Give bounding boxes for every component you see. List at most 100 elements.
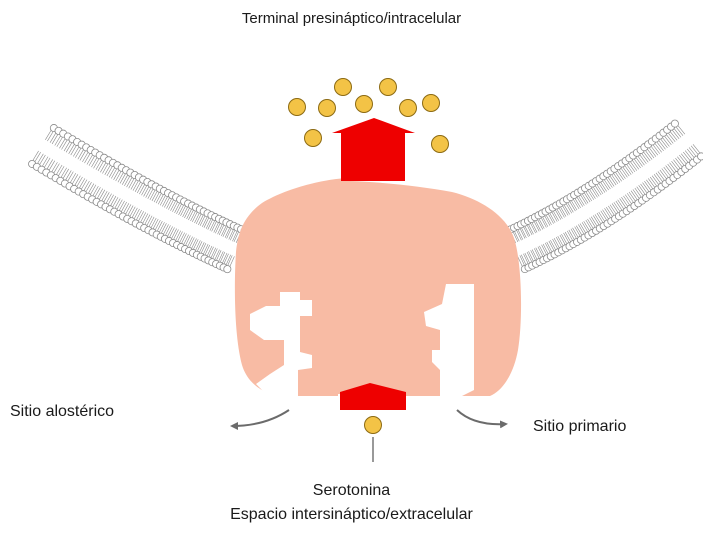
lipid-tail: [168, 227, 173, 237]
lipid-tail: [676, 127, 683, 136]
lipid-tail: [616, 201, 622, 210]
lipid-tail: [661, 139, 668, 148]
primary-arrow: [457, 410, 506, 424]
lipid-tail: [61, 140, 67, 149]
lipid-tail: [668, 133, 675, 142]
lipid-tail: [84, 181, 89, 190]
lipid-head: [698, 153, 703, 160]
lipid-tail: [654, 174, 660, 183]
lipid-tail: [113, 197, 118, 207]
lipid-tail: [182, 234, 187, 244]
lipid-tail: [601, 211, 607, 220]
lipid-tail: [187, 209, 192, 219]
lipid-tail: [693, 144, 700, 153]
lipid-tail: [120, 174, 125, 184]
lipid-tail: [636, 158, 642, 167]
lipid-tail: [137, 183, 142, 193]
lipid-tail: [63, 169, 69, 178]
lipid-tail: [193, 239, 198, 249]
lipid-tail: [134, 209, 139, 219]
lipid-tail: [55, 136, 61, 145]
primary-site-label: Sitio primario: [533, 419, 626, 435]
lipid-tail: [677, 157, 684, 166]
lipid-tail: [99, 190, 104, 199]
lipid-tail: [121, 202, 126, 212]
lipid-tail: [159, 222, 164, 232]
lipid-tail: [176, 231, 181, 241]
lipid-tail: [86, 182, 91, 191]
lipid-tail: [87, 155, 92, 164]
lipid-tail: [635, 188, 641, 197]
serotonin-molecule: [335, 79, 352, 96]
lipid-tail: [152, 191, 157, 201]
lipid-tail: [621, 197, 627, 206]
lipid-tail: [149, 217, 154, 227]
lipid-tail: [151, 218, 156, 228]
lipid-tail: [111, 196, 116, 206]
lipid-tail: [192, 239, 197, 249]
lipid-tail: [625, 195, 631, 204]
lipid-tail: [82, 180, 87, 189]
lipid-tail: [632, 160, 638, 169]
lipid-tail: [196, 240, 201, 250]
lipid-tail: [164, 224, 169, 234]
lipid-tail: [641, 184, 647, 193]
lipid-tail: [97, 189, 102, 198]
serotonin-molecule: [380, 79, 397, 96]
lipid-tail: [157, 221, 162, 231]
lipid-tail: [94, 159, 99, 168]
lipid-tail: [79, 178, 84, 187]
lipid-tail: [206, 219, 211, 229]
allosteric-arrow: [232, 410, 289, 426]
lipid-tail: [192, 212, 197, 222]
lipid-tail: [644, 152, 650, 161]
lipid-tail: [629, 163, 635, 172]
serotonin-molecule: [356, 96, 373, 113]
lipid-tail: [105, 165, 110, 174]
lipid-tail: [150, 190, 155, 200]
lipid-tail: [648, 178, 654, 187]
lipid-tail: [655, 144, 662, 153]
lipid-tail: [623, 167, 629, 176]
lipid-tail: [91, 158, 96, 167]
lipid-tail: [657, 142, 664, 151]
lipid-tail: [200, 216, 205, 226]
lipid-tail: [213, 249, 218, 259]
lipid-tail: [116, 171, 121, 180]
lipid-tail: [172, 202, 177, 212]
serotonin-molecule: [305, 130, 322, 147]
serotonin-label: Serotonina: [0, 483, 703, 499]
lipid-tail: [72, 174, 77, 183]
lipid-tail: [646, 180, 652, 189]
serotonin-molecule: [423, 95, 440, 112]
lipid-tail: [209, 247, 214, 257]
lipid-tail: [171, 201, 176, 211]
lipid-tail: [45, 130, 51, 139]
serotonin-molecule: [400, 100, 417, 117]
lipid-tail: [118, 173, 123, 183]
lipid-tail: [599, 212, 605, 221]
lipid-tail: [196, 214, 201, 224]
lipid-tail: [139, 211, 144, 221]
lipid-tail: [84, 154, 89, 163]
lipid-tail: [70, 173, 75, 182]
lipid-tail: [653, 145, 660, 154]
lipid-tail: [71, 146, 77, 155]
lipid-tail: [109, 168, 114, 177]
lipid-tail: [638, 156, 644, 165]
lipid-tail: [689, 147, 696, 156]
allosteric-site-label: Sitio alostérico: [10, 404, 114, 420]
lipid-tail: [66, 170, 72, 179]
lipid-tail: [656, 173, 662, 182]
lipid-tail: [183, 207, 188, 217]
lipid-tail: [135, 182, 140, 192]
lipid-tail: [56, 165, 62, 174]
lipid-tail: [608, 206, 614, 215]
lipid-tail: [606, 179, 612, 188]
lipid-tail: [49, 161, 55, 170]
lipid-tail: [627, 164, 633, 173]
lipid-tail: [57, 137, 63, 146]
transporter-protein: [235, 178, 521, 396]
lipid-tail: [605, 208, 611, 217]
lipid-tail: [141, 212, 146, 222]
